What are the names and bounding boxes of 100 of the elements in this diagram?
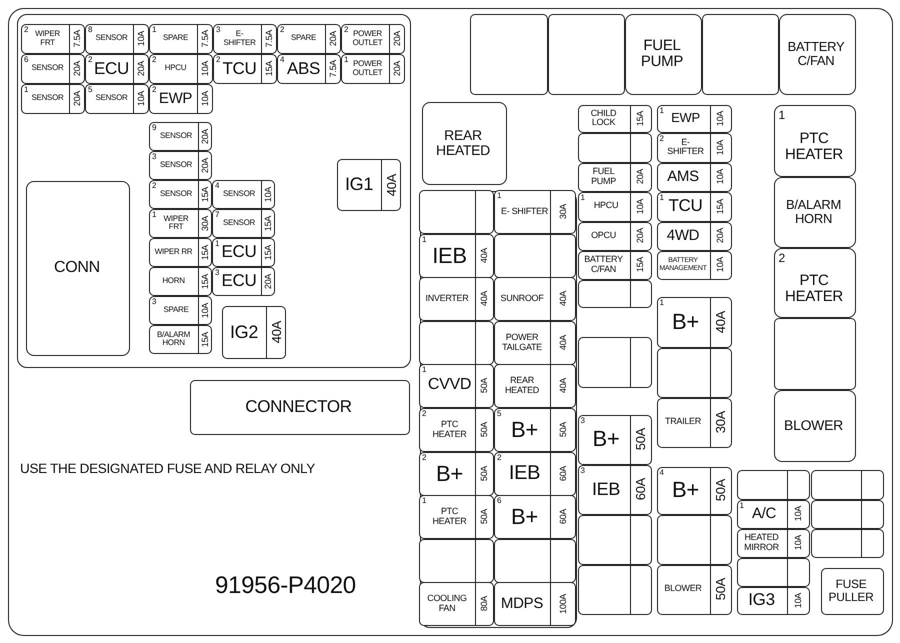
fuse-rating: 7.5A <box>200 30 210 48</box>
fuse-number: 1 <box>152 211 156 219</box>
fuse-slot <box>736 528 810 558</box>
fuse-rating: 10A <box>136 91 146 107</box>
relay-slot <box>470 14 548 94</box>
fuse-rating: 20A <box>328 31 338 47</box>
relay-label: BATTERY C/FAN <box>786 40 846 68</box>
fuse-slot <box>494 277 576 321</box>
fuse-number: 5 <box>497 410 502 418</box>
fuse-slot <box>578 250 652 280</box>
fuse-label: TCU <box>668 197 703 215</box>
fuse-label: TCU <box>222 60 257 78</box>
part-number: 91956-P4020 <box>215 572 356 600</box>
fuse-label: COOLING FAN <box>426 594 468 613</box>
fuse-slot <box>21 24 85 54</box>
fuse-rating: 15A <box>200 244 210 260</box>
fuse-label: SENSOR <box>160 132 192 140</box>
relay-label: CONN <box>54 260 100 276</box>
fuse-label: SENSOR <box>160 160 192 170</box>
note-text: USE THE DESIGNATED FUSE AND RELAY ONLY <box>20 461 315 476</box>
fuse-number: 2 <box>422 454 426 462</box>
fuse-rating: 40A <box>558 291 568 307</box>
fuse-label: IG2 <box>230 322 258 342</box>
fuse-rating: 10A <box>794 535 802 551</box>
fuse-rating: 10A <box>794 506 802 522</box>
fuse-rating: 10A <box>200 61 210 77</box>
fuse-label: MDPS <box>500 596 544 612</box>
relay-slot <box>774 248 856 318</box>
fuse-label: IG1 <box>344 175 374 194</box>
fuse-rating: 100A <box>558 594 568 614</box>
fuse-slot <box>656 192 732 222</box>
fuse-slot <box>149 325 212 354</box>
fuse-rating: 7.5A <box>264 30 274 48</box>
fuse-rating: 40A <box>270 321 282 344</box>
fuse-label: A/C <box>752 506 776 522</box>
fuse-label: HORN <box>162 276 185 286</box>
fuse-rating: 40A <box>714 310 727 334</box>
fuse-number: 2 <box>344 26 348 34</box>
fuse-rating: 40A <box>480 248 489 264</box>
fuse-block-outline <box>16 14 410 368</box>
fuse-slot <box>656 132 732 162</box>
fuse-rating: 50A <box>634 428 647 451</box>
fuse-label: SUNROOF <box>500 294 544 304</box>
fuse-number: 9 <box>152 124 156 132</box>
fuse-number: 1 <box>422 366 426 374</box>
fuse-rating: 10A <box>636 198 645 214</box>
fuse-number: 1 <box>660 298 664 306</box>
fuse-slot <box>494 452 576 496</box>
fuse-slot <box>222 306 286 359</box>
fuse-rating: 20A <box>136 61 146 77</box>
fuse-slot <box>419 495 494 539</box>
fuse-slot <box>341 54 405 84</box>
fuse-label: INVERTER <box>426 294 468 304</box>
fuse-rating: 15A <box>200 332 210 348</box>
fuse-slot <box>494 495 576 539</box>
relay-slot <box>26 181 130 356</box>
fuse-slot <box>494 321 576 365</box>
fuse-label: BATTERY C/FAN <box>583 255 624 274</box>
fuse-rating: 15A <box>200 186 210 202</box>
relay-slot <box>548 14 624 94</box>
fuse-slot <box>149 24 213 54</box>
relay-slot <box>774 318 856 390</box>
fuse-label: B+ <box>592 427 620 451</box>
fuse-rating: 10A <box>716 110 725 126</box>
fuse-slot <box>656 514 732 564</box>
fuse-slot <box>578 222 652 250</box>
fuse-number: 6 <box>24 56 28 64</box>
fuse-label: SPARE <box>163 306 189 314</box>
fuse-number: 5 <box>88 86 92 94</box>
fuse-rating: 40A <box>558 335 568 351</box>
fuse-slot <box>578 336 652 388</box>
fuse-slot <box>212 209 275 238</box>
fuse-slot <box>85 84 149 114</box>
relay-label: FUSE PULLER <box>828 578 874 604</box>
relay-label: BLOWER <box>784 418 843 432</box>
fuse-label: SPARE <box>162 34 188 43</box>
fuse-label: POWER OUTLET <box>352 60 384 77</box>
fuse-slot <box>419 408 494 452</box>
fuse-slot <box>149 54 213 84</box>
fuse-slot <box>212 238 275 267</box>
fuse-rating: 15A <box>716 198 725 214</box>
fuse-label: HPCU <box>594 201 618 211</box>
fuse-number: 3 <box>580 416 585 424</box>
fuse-slot <box>656 296 732 348</box>
fuse-number: 1 <box>215 240 220 248</box>
relay-slot <box>702 14 778 94</box>
fuse-number: 7 <box>215 211 220 219</box>
fuse-rating: 20A <box>72 91 82 107</box>
fuse-slot <box>419 277 494 321</box>
relay-slot <box>774 176 856 248</box>
fuse-number: 2 <box>88 56 92 64</box>
relay-label: PTC HEATER <box>784 272 844 304</box>
fuse-slot <box>21 54 85 84</box>
fuse-label: B+ <box>436 462 463 486</box>
relay-label: B/ALARM HORN <box>785 198 842 226</box>
relay-slot <box>774 390 856 462</box>
fuse-slot <box>656 104 732 132</box>
fuse-rating: 60A <box>558 466 568 482</box>
fuse-rating: 10A <box>794 592 802 608</box>
fuse-slot <box>736 500 810 528</box>
